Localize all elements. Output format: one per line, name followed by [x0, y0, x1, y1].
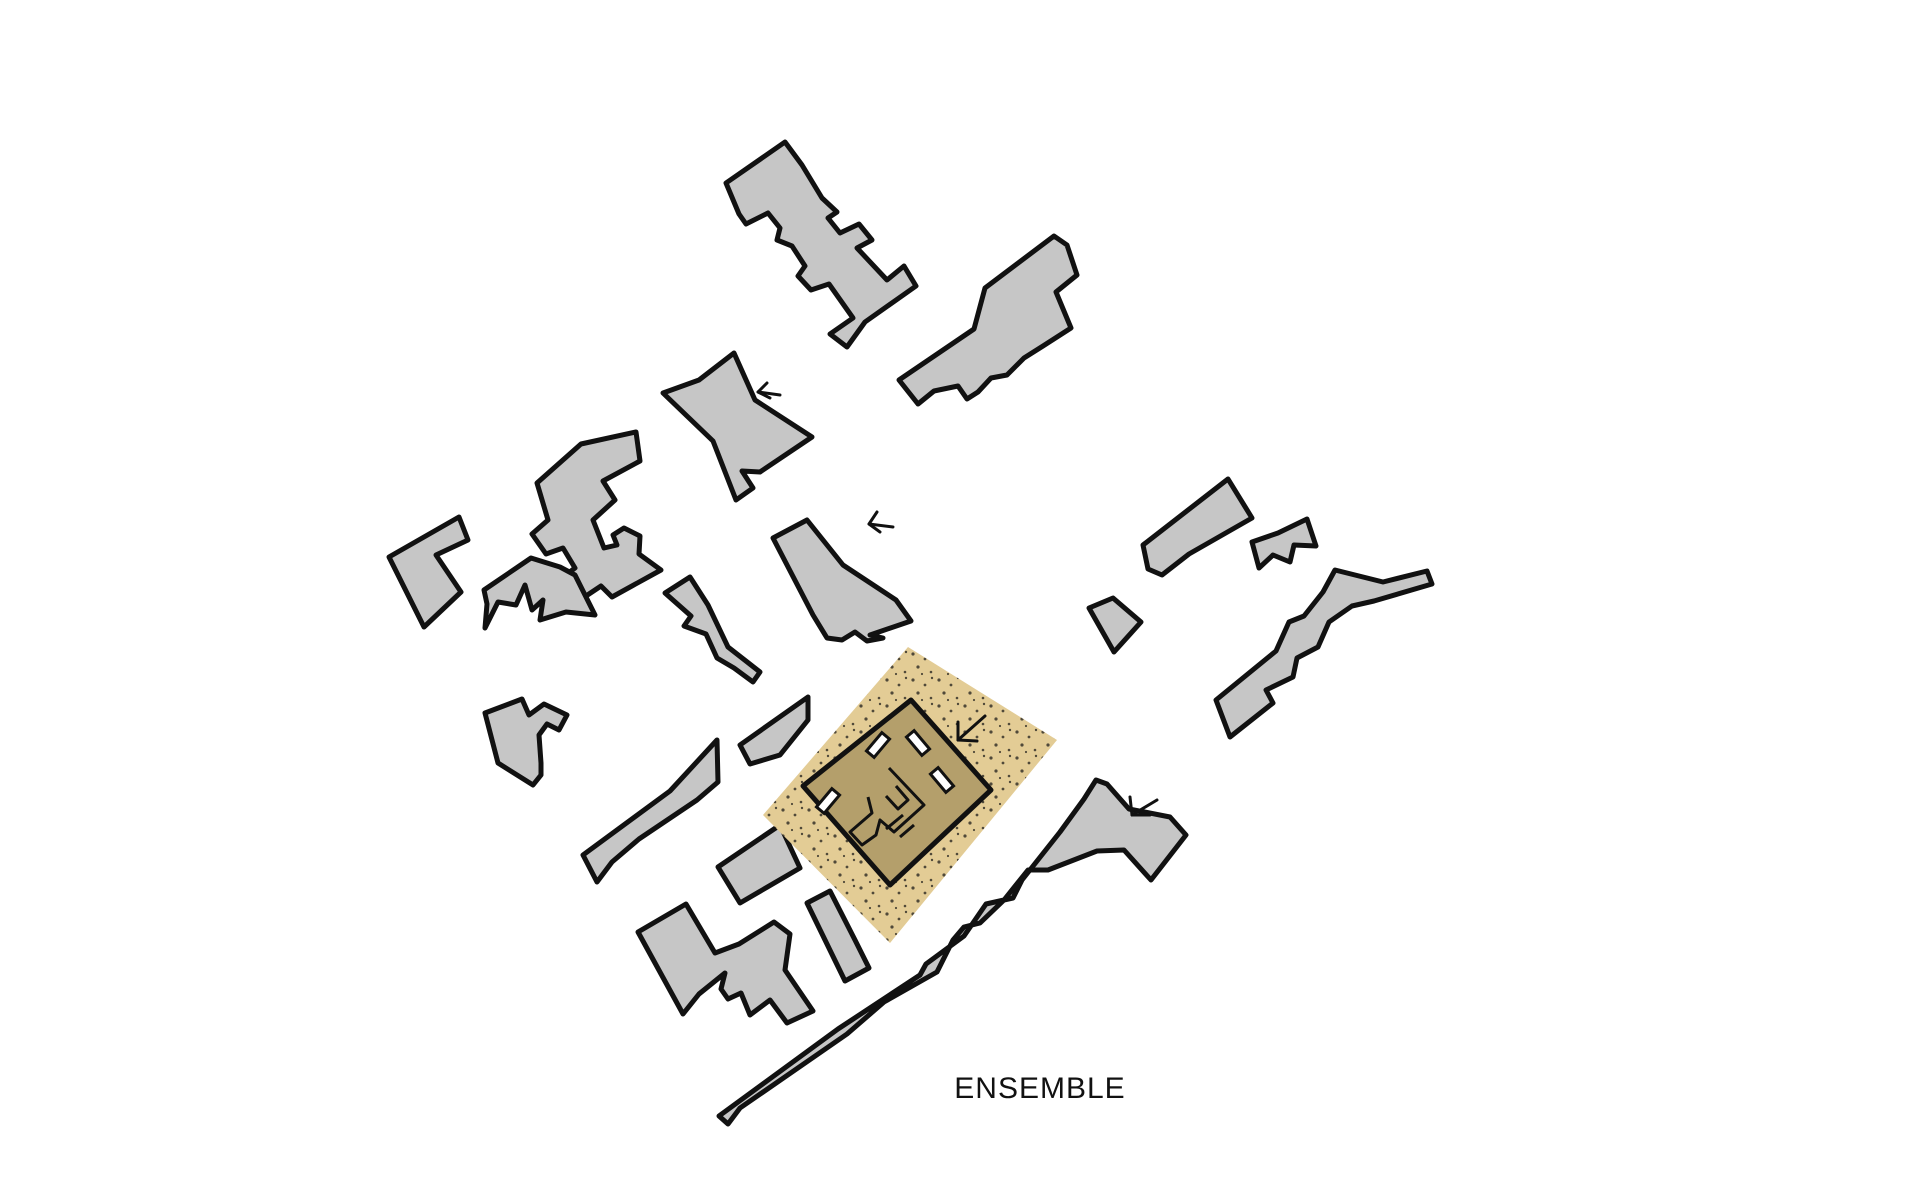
courtyard-void — [864, 730, 892, 760]
courtyard-void — [904, 728, 932, 758]
building — [1213, 567, 1435, 740]
building — [1249, 516, 1319, 571]
building — [1140, 476, 1255, 578]
building — [580, 737, 721, 885]
building — [529, 429, 664, 601]
entrance-arrow — [956, 714, 987, 743]
building — [804, 888, 872, 984]
building — [737, 694, 811, 767]
building — [662, 574, 763, 685]
inner-block — [884, 785, 910, 811]
entrance-arrow — [1128, 795, 1159, 817]
building — [660, 350, 815, 503]
entrance-arrow — [867, 510, 895, 534]
featured-building — [800, 697, 994, 888]
building — [716, 777, 1189, 1127]
building — [635, 901, 816, 1026]
building — [1086, 595, 1144, 655]
entrance-arrow — [756, 381, 782, 400]
inner-line — [899, 823, 915, 839]
diagram-caption: ENSEMBLE — [954, 1072, 1126, 1105]
building — [482, 696, 570, 788]
building — [896, 233, 1080, 407]
inner-line — [885, 813, 904, 831]
building — [715, 822, 803, 906]
inner-block — [848, 766, 926, 847]
courtyard-void — [928, 765, 956, 795]
building — [770, 517, 914, 644]
courtyard-void — [814, 786, 842, 816]
building — [386, 514, 471, 630]
building — [723, 139, 919, 350]
building — [481, 555, 598, 631]
